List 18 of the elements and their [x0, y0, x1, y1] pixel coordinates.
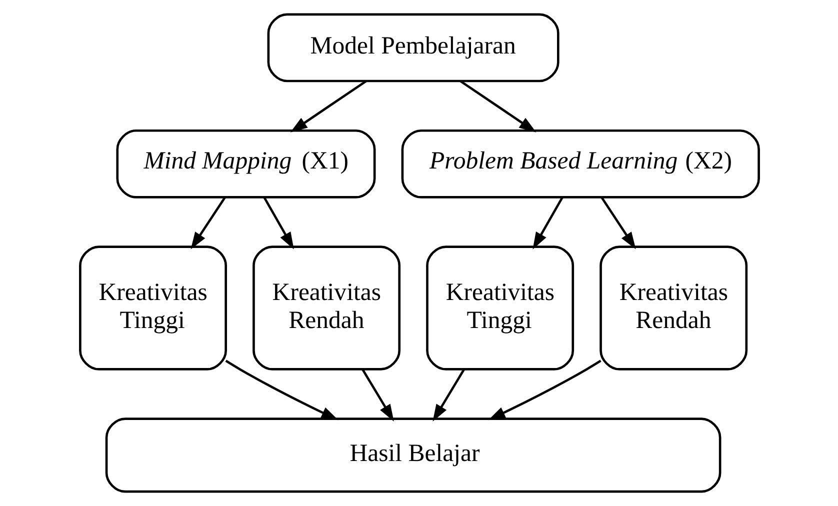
node-box: Problem Based Learning (X2): [400, 129, 760, 198]
node-box: Kreativitas Rendah: [252, 246, 400, 370]
arrow: [361, 368, 394, 422]
node-box: Model Pembelajaran: [266, 13, 559, 82]
arrow: [488, 360, 601, 420]
arrow: [459, 80, 536, 132]
arrow: [532, 196, 563, 250]
arrow: [262, 196, 294, 250]
node-box: Mind Mapping (X1): [116, 129, 376, 198]
arrow: [432, 368, 465, 422]
arrow: [190, 196, 226, 250]
node-box: Kreativitas Rendah: [599, 246, 748, 370]
node-box: Hasil Belajar: [104, 418, 721, 493]
node-box: Kreativitas Tinggi: [426, 246, 574, 370]
arrow: [600, 196, 636, 250]
arrow: [224, 360, 338, 420]
node-box: Kreativitas Tinggi: [78, 246, 226, 370]
arrow: [290, 80, 366, 132]
